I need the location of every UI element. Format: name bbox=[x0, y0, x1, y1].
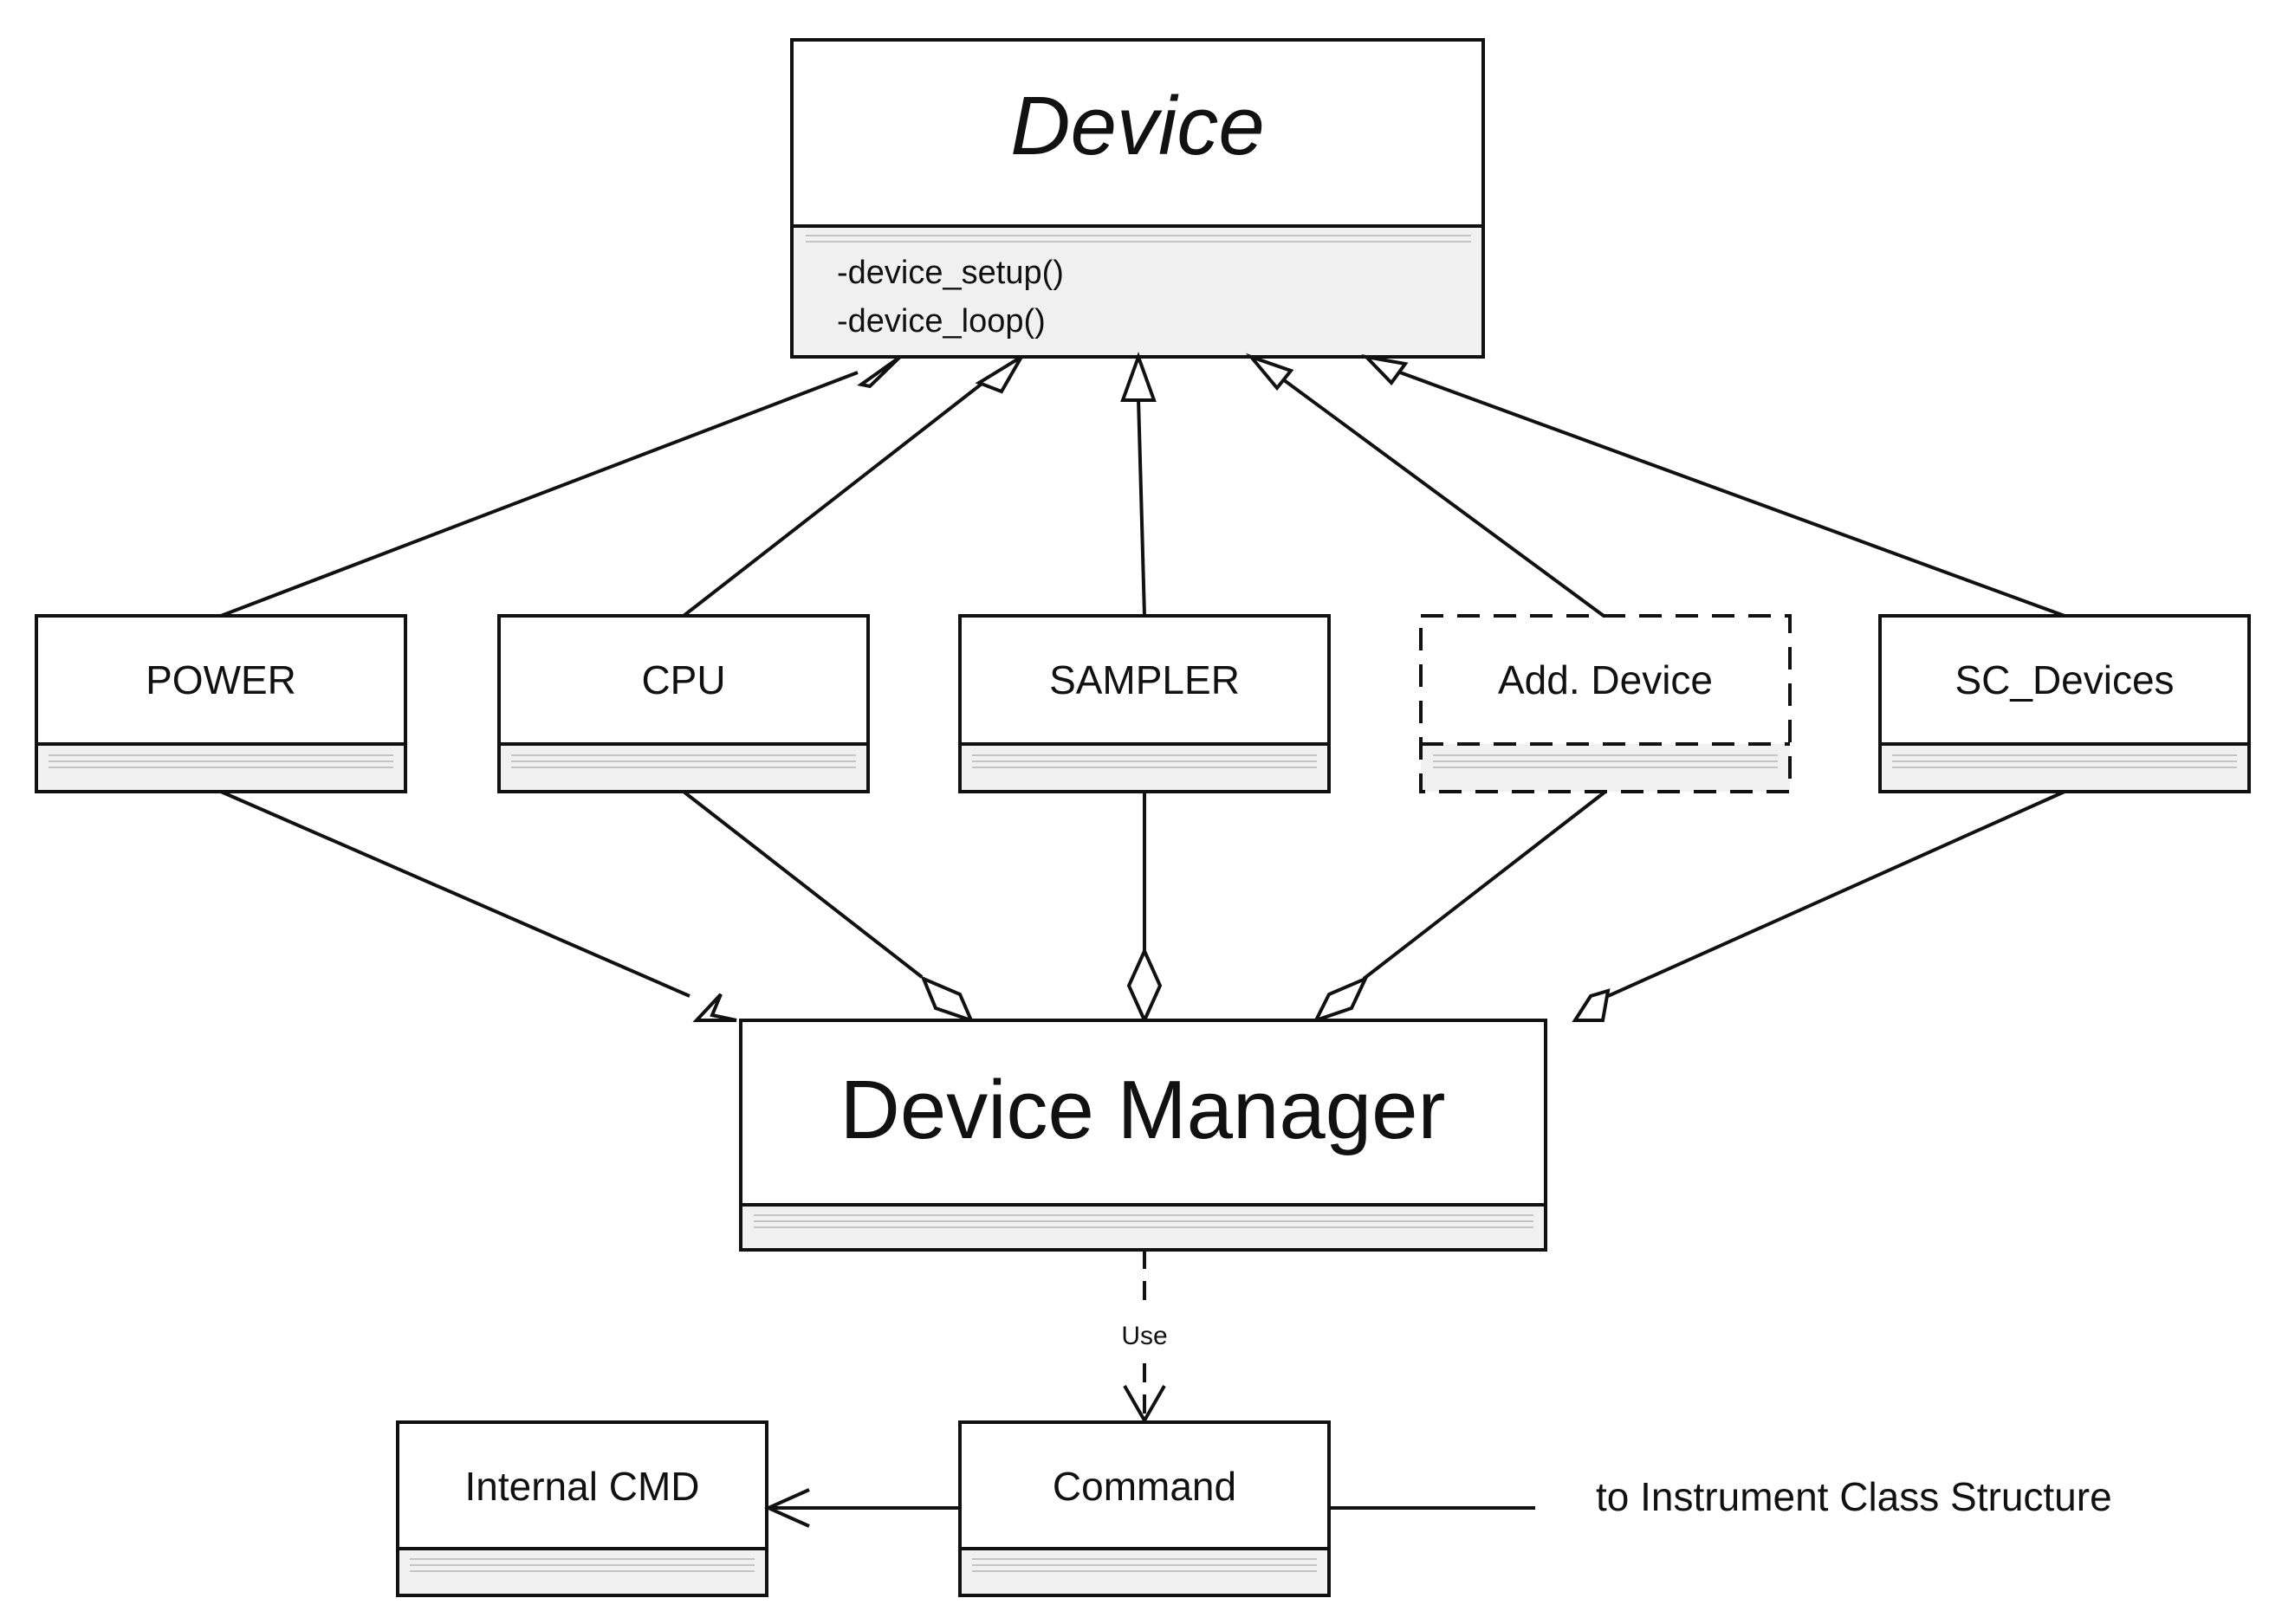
device-manager-class-name: Device Manager bbox=[840, 1064, 1446, 1156]
internal-cmd-class-name: Internal CMD bbox=[465, 1464, 700, 1509]
cpu-triangle-arrowhead bbox=[975, 355, 1023, 394]
add-device-class[interactable]: Add. Device bbox=[1419, 614, 1792, 793]
device-manager-class[interactable]: Device Manager bbox=[739, 1019, 1547, 1252]
sampler-triangle-arrowhead bbox=[1120, 352, 1157, 402]
device-class[interactable]: Device -device_setup() -device_loop() bbox=[790, 38, 1485, 359]
cpu-class-name: CPU bbox=[641, 657, 725, 702]
external-link-label: to Instrument Class Structure bbox=[1596, 1474, 2112, 1519]
power-class-name: POWER bbox=[146, 657, 296, 702]
external-link: to Instrument Class Structure bbox=[1329, 1474, 2112, 1519]
device-method-setup: -device_setup() bbox=[837, 255, 1064, 291]
cpu-inherits-line bbox=[682, 371, 998, 618]
use-dependency: Use bbox=[1121, 1250, 1168, 1425]
sampler-inherits-line bbox=[1137, 398, 1146, 617]
power-aggregation-diamond bbox=[692, 993, 737, 1022]
command-class-name: Command bbox=[1053, 1464, 1236, 1509]
sampler-class-name: SAMPLER bbox=[1049, 657, 1240, 702]
sampler-aggregation-diamond bbox=[1126, 947, 1163, 1025]
sc-devices-aggregation-line bbox=[1607, 790, 2065, 998]
sampler-class[interactable]: SAMPLER bbox=[958, 614, 1331, 793]
aggregation-lines bbox=[220, 790, 2065, 998]
cpu-class[interactable]: CPU bbox=[497, 614, 870, 793]
power-triangle-arrowhead bbox=[857, 355, 902, 389]
internal-cmd-open-arrowhead bbox=[764, 1488, 810, 1528]
device-method-loop: -device_loop() bbox=[837, 303, 1046, 340]
generalization-lines bbox=[220, 371, 2065, 618]
power-aggregation-line bbox=[220, 790, 690, 998]
sc-devices-inherits-line bbox=[1399, 371, 2065, 618]
generalization-arrowheads bbox=[857, 352, 1409, 402]
add-device-class-name: Add. Device bbox=[1498, 657, 1713, 702]
add-device-aggregation-line bbox=[1362, 790, 1607, 980]
sc-devices-class[interactable]: SC_Devices bbox=[1878, 614, 2251, 793]
cpu-aggregation-diamond bbox=[920, 975, 975, 1024]
cpu-aggregation-line bbox=[682, 790, 924, 979]
internal-cmd-class[interactable]: Internal CMD bbox=[396, 1420, 768, 1597]
sc-devices-class-name: SC_Devices bbox=[1955, 657, 2174, 702]
command-class[interactable]: Command bbox=[958, 1420, 1331, 1597]
aggregation-diamonds bbox=[692, 947, 1611, 1025]
device-class-name: Device bbox=[1010, 80, 1264, 172]
sc-devices-triangle-arrowhead bbox=[1361, 353, 1409, 386]
add-device-inherits-line bbox=[1272, 371, 1605, 618]
use-label: Use bbox=[1121, 1322, 1167, 1350]
power-inherits-line bbox=[220, 371, 859, 618]
add-device-aggregation-diamond bbox=[1313, 975, 1370, 1024]
add-device-triangle-arrowhead bbox=[1245, 353, 1294, 391]
power-class[interactable]: POWER bbox=[35, 614, 407, 793]
sc-devices-aggregation-diamond bbox=[1572, 988, 1611, 1022]
command-to-internal-cmd-association bbox=[764, 1488, 960, 1528]
